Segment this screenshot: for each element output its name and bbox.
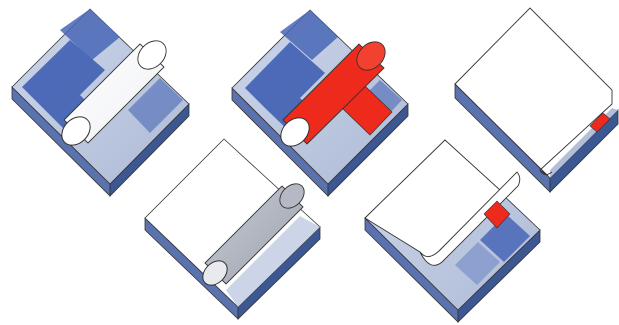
panel-red-roller-transferring-stripe xyxy=(232,10,408,196)
panel-blue-pattern-with-white-roller xyxy=(12,9,189,196)
panel-sheet-peeled-back-with-red-band xyxy=(365,140,540,322)
panel-sheet-covering-block-with-red-edge xyxy=(455,8,618,192)
panel-white-sheet-with-gray-roller xyxy=(145,139,320,319)
